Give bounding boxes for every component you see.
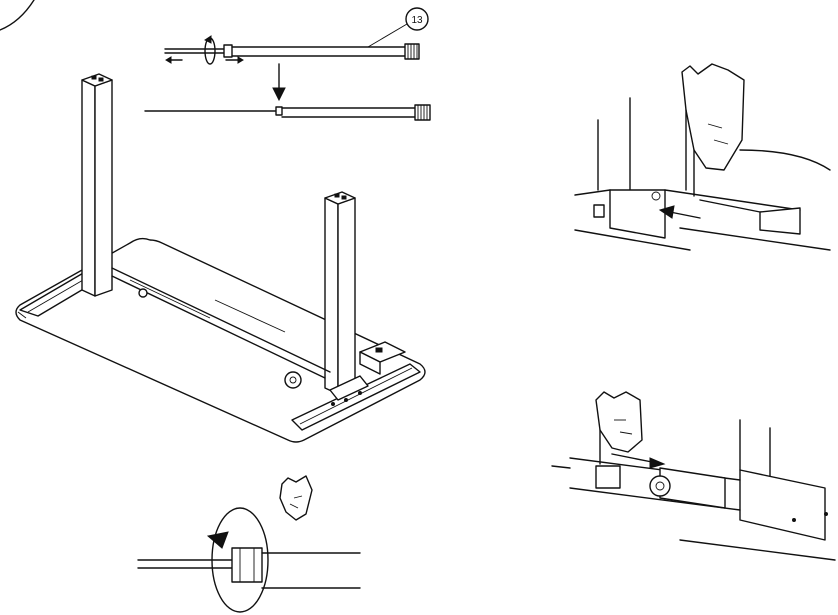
rod-push-detail <box>574 63 831 251</box>
push-arrow-icon <box>611 453 666 469</box>
hand-icon <box>681 63 745 197</box>
rod-slide-detail <box>551 391 836 561</box>
tabletop <box>15 237 426 443</box>
rotate-arrow-icon <box>204 35 216 65</box>
step-number-circle <box>0 0 35 31</box>
hand-icon <box>595 391 643 465</box>
callout-13: 13 <box>367 7 429 48</box>
rotate-arrow-icon <box>206 507 269 613</box>
hand-icon <box>279 475 313 521</box>
crossbar <box>111 267 331 373</box>
callout-number: 13 <box>411 15 423 26</box>
down-arrow-icon <box>272 63 286 102</box>
motor <box>284 371 302 389</box>
rod-tighten-detail <box>137 475 361 613</box>
right-column <box>324 197 339 395</box>
hex-rod-assembled <box>144 104 431 121</box>
push-arrow-icon <box>658 205 701 219</box>
push-arrow-icon <box>165 56 244 64</box>
left-column <box>81 79 96 297</box>
desk-frame <box>15 73 426 443</box>
hex-rod-top <box>164 43 420 60</box>
